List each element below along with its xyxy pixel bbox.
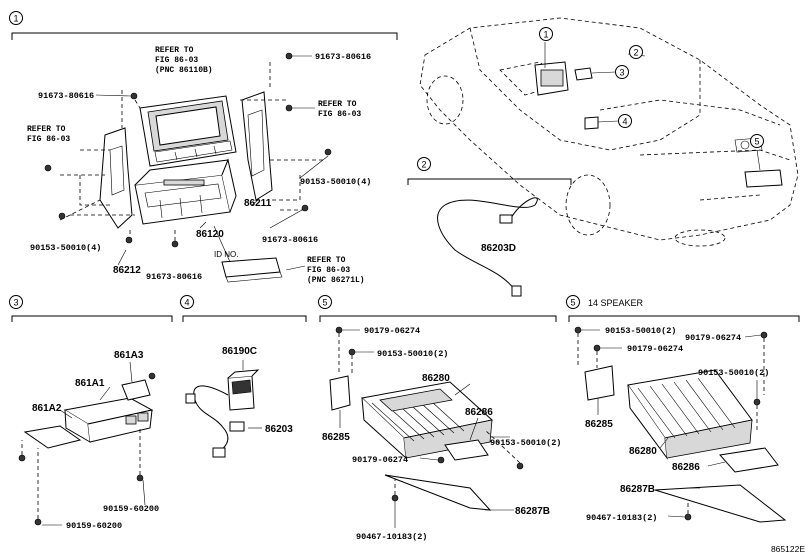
- section-5b-title: 14 SPEAKER: [588, 298, 644, 308]
- label-5a-screw-top: 90153-50010(2): [377, 349, 448, 359]
- right-bracket-drawing: [241, 91, 273, 201]
- id-module-drawing: [221, 257, 281, 278]
- label-harness-86203: 86203: [265, 424, 293, 435]
- vehicle-illustration: 1 2 3 4 5: [419, 17, 799, 247]
- ref-top-line3: (PNC 86110B): [155, 66, 213, 75]
- section-1-number: 1: [13, 14, 18, 24]
- label-5a-screw-right: 90153-50010(2): [490, 438, 561, 448]
- car-callout-2: 2: [633, 48, 638, 58]
- label-5b-nut-mid: 90179-06274: [627, 344, 683, 354]
- ref-bottom-line1: REFER TO: [307, 256, 346, 265]
- bolt-icons: [44, 52, 332, 248]
- section-5-standard: 5 90179-06274: [318, 295, 561, 542]
- section-2-number: 2: [421, 160, 426, 170]
- label-5b-screw-top: 90153-50010(2): [605, 326, 676, 336]
- harness-86203-drawing: [193, 385, 229, 453]
- audio-unit-drawing: [134, 158, 237, 225]
- label-unit-86120: 86120: [196, 229, 224, 240]
- label-5a-clip-bottom: 90467-10183(2): [356, 532, 427, 542]
- section-1-badge: [9, 11, 23, 25]
- label-861A1: 861A1: [75, 378, 105, 389]
- label-screw-90159-a: 90159-60200: [103, 504, 159, 514]
- figure-id: 865122E: [771, 544, 805, 554]
- label-861A3: 861A3: [114, 350, 144, 361]
- section-2: 2 86203D: [407, 157, 572, 297]
- bracket-86287B-14spk-drawing: [654, 484, 787, 523]
- label-5b-bracket-86285: 86285: [585, 419, 613, 430]
- section-5a-number: 5: [322, 298, 327, 308]
- label-5a-bracket-86285: 86285: [322, 432, 350, 443]
- car-callouts: 1 2 3 4 5: [539, 27, 764, 148]
- section-3-number: 3: [13, 298, 18, 308]
- ref-bottom-line2: FIG 86-03: [307, 266, 350, 275]
- label-switch-86190C: 86190C: [222, 346, 257, 357]
- label-screw-right: 90153-50010(4): [300, 177, 371, 187]
- bracket-86287B-drawing: [384, 474, 492, 511]
- label-5b-clip-bottom: 90467-10183(2): [586, 513, 657, 523]
- label-screw-90159-b: 90159-60200: [66, 521, 122, 531]
- ref-bottom-line3: (PNC 86271L): [307, 276, 365, 285]
- label-screw-left: 90153-50010(4): [30, 243, 101, 253]
- label-5a-bracket-86287B: 86287B: [515, 506, 550, 517]
- ref-right-line2: FIG 86-03: [318, 110, 361, 119]
- label-bolt-bottom-right: 91673-80616: [262, 235, 318, 245]
- amplifier-location-drawing: [744, 169, 783, 188]
- label-861A2: 861A2: [32, 403, 62, 414]
- car-callout-5: 5: [754, 137, 759, 147]
- ref-top-line1: REFER TO: [155, 46, 194, 55]
- label-5b-bracket-86287B: 86287B: [620, 484, 655, 495]
- label-bracket-86212: 86212: [113, 265, 141, 276]
- label-5a-nut-top: 90179-06274: [364, 326, 420, 336]
- label-bolt-left: 91673-80616: [38, 91, 94, 101]
- car-callout-3: 3: [619, 68, 624, 78]
- label-5a-nut-mid: 90179-06274: [352, 455, 408, 465]
- section-3: 3 861A3 861A1 861A2 90159-60200 90159-60…: [9, 295, 173, 531]
- left-bracket-drawing: [99, 127, 133, 229]
- section-1-bracket: [11, 32, 398, 40]
- section-5b-number: 5: [570, 298, 575, 308]
- label-bolt-top-right: 91673-80616: [315, 52, 371, 62]
- label-id-no: ID NO.: [214, 250, 238, 259]
- display-panel-drawing: [139, 95, 237, 167]
- section-1: 1: [9, 11, 398, 285]
- label-5a-bracket-86286: 86286: [465, 407, 493, 418]
- antenna-cable-drawing: [437, 197, 538, 291]
- ref-left-line2: FIG 86-03: [27, 135, 70, 144]
- ref-right-line1: REFER TO: [318, 100, 357, 109]
- ref-left-line1: REFER TO: [27, 125, 66, 134]
- label-5b-amp-86280: 86280: [629, 446, 657, 457]
- label-bracket-86211: 86211: [244, 198, 272, 209]
- label-bolt-bottom-center: 91673-80616: [146, 272, 202, 282]
- label-antenna-86203D: 86203D: [481, 243, 516, 254]
- label-5b-nut-top-right: 90179-06274: [685, 333, 741, 343]
- car-callout-4: 4: [622, 117, 627, 127]
- car-callout-1: 1: [543, 30, 548, 40]
- section-4: 4 86190C 86203: [180, 295, 307, 458]
- ref-top-line2: FIG 86-03: [155, 56, 198, 65]
- label-5b-screw-right: 90153-50010(2): [698, 368, 769, 378]
- label-5a-amp-86280: 86280: [422, 373, 450, 384]
- section-5-14-speaker: 5 14 SPEAKER: [566, 295, 800, 523]
- section-4-number: 4: [184, 298, 189, 308]
- label-5b-bracket-86286: 86286: [672, 462, 700, 473]
